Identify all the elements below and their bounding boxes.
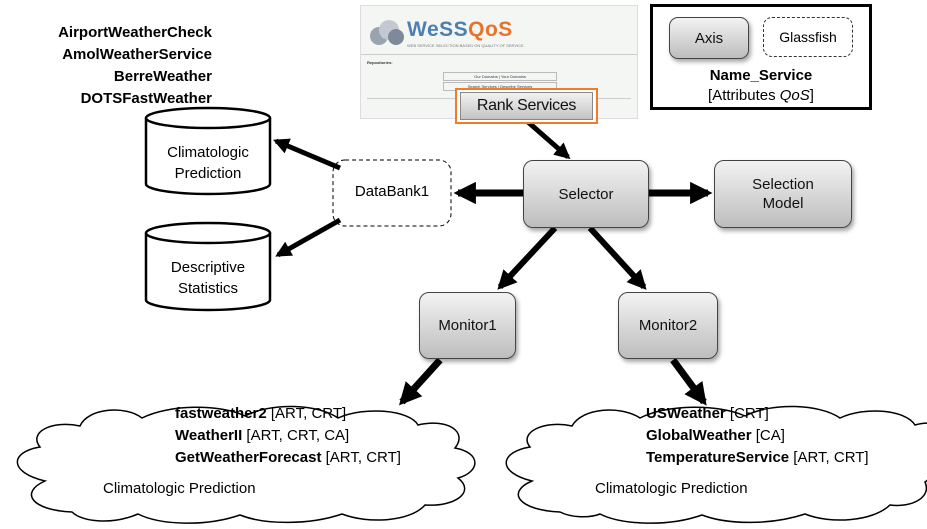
cloud-right-shape [505, 405, 927, 524]
screenshot-divider [361, 54, 637, 55]
logo-tagline: WEB SERVICE SELECTION BASED ON QUALITY O… [407, 43, 524, 48]
databank-label: DataBank1 [354, 183, 430, 200]
service-name: USWeather [646, 405, 726, 422]
wessqos-screenshot: WeSSQoS WEB SERVICE SELECTION BASED ON Q… [360, 5, 638, 119]
list-item: WeatherII [ART, CRT, CA] [175, 425, 401, 447]
arrow-databank-to-climatologic [273, 138, 341, 171]
cloud-left-services: fastweather2 [ART, CRT] WeatherII [ART, … [175, 403, 401, 469]
monitor1-label: Monitor1 [438, 317, 497, 334]
arrow-databank-to-descriptive [275, 217, 342, 258]
screenshot-domain-links[interactable]: Our Domains | Your Domains [443, 72, 557, 81]
list-item: fastweather2 [ART, CRT] [175, 403, 401, 425]
logo-text-part-a: WeSS [407, 18, 469, 41]
climatologic-label-line1: Climatologic [167, 144, 249, 161]
service-attributes: [CA] [751, 427, 785, 444]
service-name: GlobalWeather [646, 427, 752, 444]
selection-model-label-line1: Selection [752, 176, 814, 193]
climatologic-storage-label: Climatologic Prediction [146, 142, 270, 184]
service-name: WeatherII [175, 427, 243, 444]
wessqos-logo-text: WeSSQoS [407, 18, 513, 42]
list-item: GlobalWeather [CA] [646, 425, 869, 447]
climatologic-storage-cylinder [144, 106, 272, 196]
descriptive-label-line2: Statistics [177, 280, 238, 297]
descriptive-storage-label: Descriptive Statistics [146, 257, 270, 299]
list-item: USWeather [CRT] [646, 403, 869, 425]
list-item: TemperatureService [ART, CRT] [646, 447, 869, 469]
monitor1-box: Monitor1 [419, 292, 516, 359]
databank-box [332, 159, 452, 227]
service-name: AirportWeatherCheck [58, 24, 212, 41]
legend-attributes-prefix: [Attributes [708, 87, 780, 104]
service-attributes: [ART, CRT] [789, 449, 869, 466]
service-name: TemperatureService [646, 449, 790, 466]
descriptive-label-line1: Descriptive [170, 259, 246, 276]
legend-attributes-qos: QoS [779, 87, 810, 104]
arrow-selector-to-monitor1 [497, 225, 558, 290]
cloud-left-label: Climatologic Prediction [103, 480, 256, 497]
monitor2-box: Monitor2 [618, 292, 718, 359]
selection-model-label-line2: Model [762, 195, 804, 212]
arrow-selector-to-monitor2 [587, 225, 647, 290]
service-attributes: [ART, CRT] [321, 449, 401, 466]
arrow-monitor1-to-cloud-left [398, 357, 443, 406]
wessqos-logo-icon [367, 16, 407, 48]
list-item: GetWeatherForecast [ART, CRT] [175, 447, 401, 469]
legend-box: Axis Glassfish Name_Service [Attributes … [650, 4, 872, 110]
service-attributes: [CRT] [725, 405, 769, 422]
service-name: BerreWeather [113, 68, 212, 85]
arrow-rank-to-selector [526, 120, 571, 160]
arrow-monitor2-to-cloud-right [670, 357, 707, 406]
cloud-left-shape [16, 405, 476, 524]
selection-model-box: Selection Model [714, 160, 852, 228]
monitor2-label: Monitor2 [638, 317, 698, 334]
service-attributes: [ART, CRT] [266, 405, 347, 422]
selector-label: Selector [558, 185, 614, 203]
selector-box: Selector [523, 160, 649, 228]
legend-name-service: Name_Service [709, 67, 813, 84]
rank-services-button[interactable]: Rank Services [455, 88, 598, 124]
service-name: GetWeatherForecast [175, 449, 322, 466]
rank-services-label: Rank Services [460, 92, 593, 120]
service-name: DOTSFastWeather [80, 90, 212, 107]
legend-glassfish-box: Glassfish [763, 17, 853, 57]
cloud-right-services: USWeather [CRT] GlobalWeather [CA] Tempe… [646, 403, 869, 469]
legend-axis-label: Axis [694, 29, 724, 47]
legend-axis-box: Axis [669, 17, 749, 59]
legend-glassfish-label: Glassfish [779, 29, 837, 45]
service-name: fastweather2 [175, 405, 267, 422]
logo-text-part-b: QoS [468, 18, 513, 41]
service-name: AmolWeatherService [62, 46, 212, 63]
service-attributes: [ART, CRT, CA] [242, 427, 350, 444]
descriptive-storage-cylinder [144, 221, 272, 312]
legend-attributes-suffix: ] [809, 87, 814, 104]
cloud-right-label: Climatologic Prediction [595, 480, 748, 497]
climatologic-label-line2: Prediction [174, 165, 242, 182]
legend-attributes: [Attributes QoS] [653, 87, 869, 104]
screenshot-heading: Repositories: [367, 60, 393, 65]
top-services-list: AirportWeatherCheck AmolWeatherService B… [12, 22, 212, 110]
